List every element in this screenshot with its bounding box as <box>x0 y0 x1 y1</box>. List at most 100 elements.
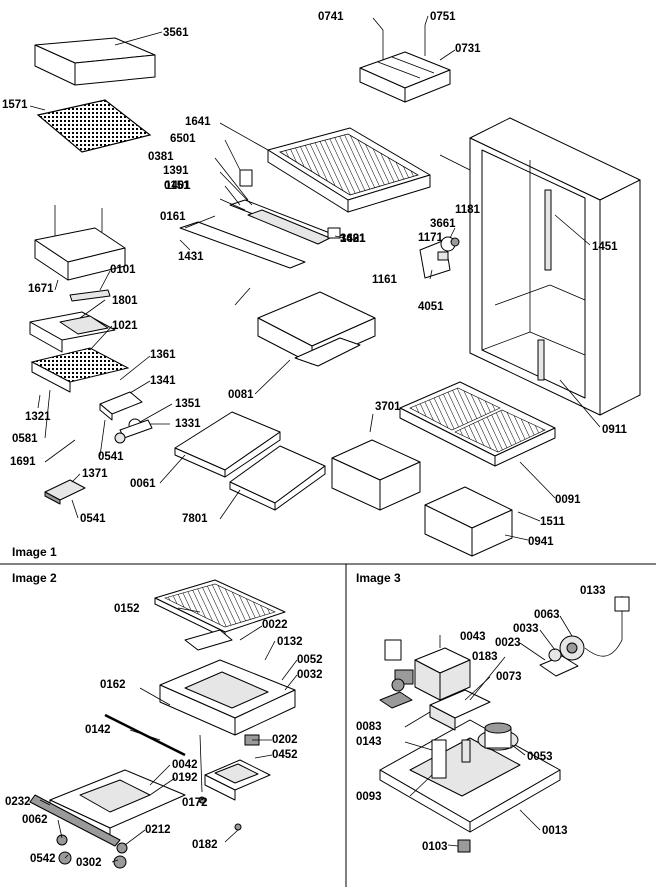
part-callout-p2: 0232 <box>5 796 31 808</box>
part-callout-p1: 1171 <box>418 232 444 244</box>
part-callout-p2: 0452 <box>272 749 298 761</box>
part-callout-p1: 0381 <box>148 151 174 163</box>
part-callout-p1: 1341 <box>150 375 176 387</box>
part-callout-p1: 1391 <box>163 165 189 177</box>
part-callout-p1: 4051 <box>418 301 444 313</box>
part-callout-p1: 1511 <box>540 516 566 528</box>
part-callout-p1: 1691 <box>10 456 36 468</box>
part-callout-p1: 1371 <box>82 468 108 480</box>
part-callout-p1: 3661 <box>430 218 456 230</box>
crisper-cover-1641-shape <box>267 127 431 213</box>
part-callout-p2: 0152 <box>114 603 140 615</box>
image1-drawing <box>29 15 641 557</box>
part-callout-p2: 0182 <box>192 839 218 851</box>
part-callout-p1: 1351 <box>175 398 201 410</box>
panel-title-p3: Image 3 <box>356 571 401 585</box>
part-callout-p3: 0043 <box>460 631 486 643</box>
part-callout-p1: 0151 <box>164 180 190 192</box>
panel-title-p2: Image 2 <box>12 571 57 585</box>
part-callout-p1: 0541 <box>98 451 124 463</box>
part-callout-p1: 0731 <box>455 43 481 55</box>
part-callout-p1: 1401 <box>340 233 366 245</box>
bracket-0093-shape <box>379 678 471 853</box>
motor-0063-shape <box>539 596 630 677</box>
part-callout-p1: 0541 <box>80 513 106 525</box>
cabinet-liner-shape <box>469 117 641 416</box>
crisper-cover-0091-shape <box>399 381 556 467</box>
rail-assembly-shape <box>179 169 341 269</box>
part-callout-p2: 0192 <box>172 772 198 784</box>
part-callout-p1: 1161 <box>372 274 398 286</box>
part-callout-p2: 0022 <box>262 619 288 631</box>
part-callout-p3: 0023 <box>495 637 521 649</box>
part-callout-p1: 1361 <box>150 349 176 361</box>
image2-drawing <box>29 579 298 869</box>
part-callout-p3: 0183 <box>472 651 498 663</box>
part-callout-p2: 0172 <box>182 797 208 809</box>
drawer-left-shape <box>331 439 421 511</box>
part-callout-p1: 1321 <box>25 411 51 423</box>
tray-3561-shape <box>34 37 156 86</box>
part-callout-p1: 1641 <box>185 116 211 128</box>
shelf-0081-shape <box>257 291 376 367</box>
drawer-right-shape <box>424 486 513 557</box>
part-callout-p1: 1431 <box>340 233 366 245</box>
part-callout-p3: 0093 <box>356 791 382 803</box>
part-callout-p2: 0052 <box>297 654 323 666</box>
shelf-0061-shape <box>174 411 281 478</box>
bracket-0731-shape <box>359 25 451 103</box>
part-callout-p1: 1571 <box>2 99 28 111</box>
part-callout-p1: 0751 <box>430 11 456 23</box>
leader-lines-image3 <box>404 596 623 847</box>
part-callout-p1: 0081 <box>228 389 254 401</box>
part-callout-p1: 1451 <box>592 241 618 253</box>
part-callout-p1: 0941 <box>528 536 554 548</box>
housing-0132-shape <box>159 629 296 736</box>
part-callout-p1: 1331 <box>175 418 201 430</box>
leader-lines-image2 <box>39 607 298 863</box>
part-callout-p1: 1401 <box>165 180 191 192</box>
panel-dividers <box>0 563 656 887</box>
part-callout-p2: 0542 <box>30 853 56 865</box>
part-callout-p3: 0133 <box>580 585 606 597</box>
grille-1021-shape <box>30 347 130 393</box>
shelf-7801-shape <box>229 445 326 511</box>
part-callout-p2: 0042 <box>172 759 198 771</box>
part-callout-p2: 0302 <box>76 857 102 869</box>
part-callout-p3: 0013 <box>542 825 568 837</box>
part-callout-p1: 3621 <box>340 233 366 245</box>
panel-title-p1: Image 1 <box>12 545 57 559</box>
part-callout-p2: 0142 <box>85 724 111 736</box>
housing-1801-shape <box>29 311 116 353</box>
part-callout-p1: 1181 <box>455 204 481 216</box>
strip-0101-shape <box>69 289 111 302</box>
leader-lines-image1 <box>29 15 601 541</box>
basket-1671-shape <box>34 205 126 281</box>
part-callout-p2: 0212 <box>145 824 171 836</box>
part-callout-p3: 0053 <box>527 751 553 763</box>
part-callout-p3: 0033 <box>513 623 539 635</box>
part-callout-p1: 1021 <box>112 320 138 332</box>
part-callout-p2: 0132 <box>277 636 303 648</box>
part-callout-p1: 0911 <box>602 424 628 436</box>
part-callout-p1: 0091 <box>555 494 581 506</box>
fan-0183-shape <box>429 689 491 731</box>
part-callout-p1: 3701 <box>375 401 401 413</box>
part-callout-p1: 1671 <box>28 283 54 295</box>
part-callout-p2: 0202 <box>272 734 298 746</box>
part-callout-p3: 0073 <box>496 671 522 683</box>
fan-0053-shape <box>477 722 519 751</box>
part-callout-p3: 0083 <box>356 721 382 733</box>
part-callout-p1: 1431 <box>178 251 204 263</box>
small-parts-1341-shape <box>99 391 153 444</box>
base-0013-shape <box>379 719 561 833</box>
part-callout-p3: 0143 <box>356 736 382 748</box>
part-callout-p1: 1801 <box>112 295 138 307</box>
part-callout-p2: 0162 <box>100 679 126 691</box>
part-callout-p1: 3561 <box>163 27 189 39</box>
part-callout-p1: 6501 <box>170 133 196 145</box>
part-callout-p1: 0101 <box>110 264 136 276</box>
part-callout-p3: 0103 <box>422 841 448 853</box>
